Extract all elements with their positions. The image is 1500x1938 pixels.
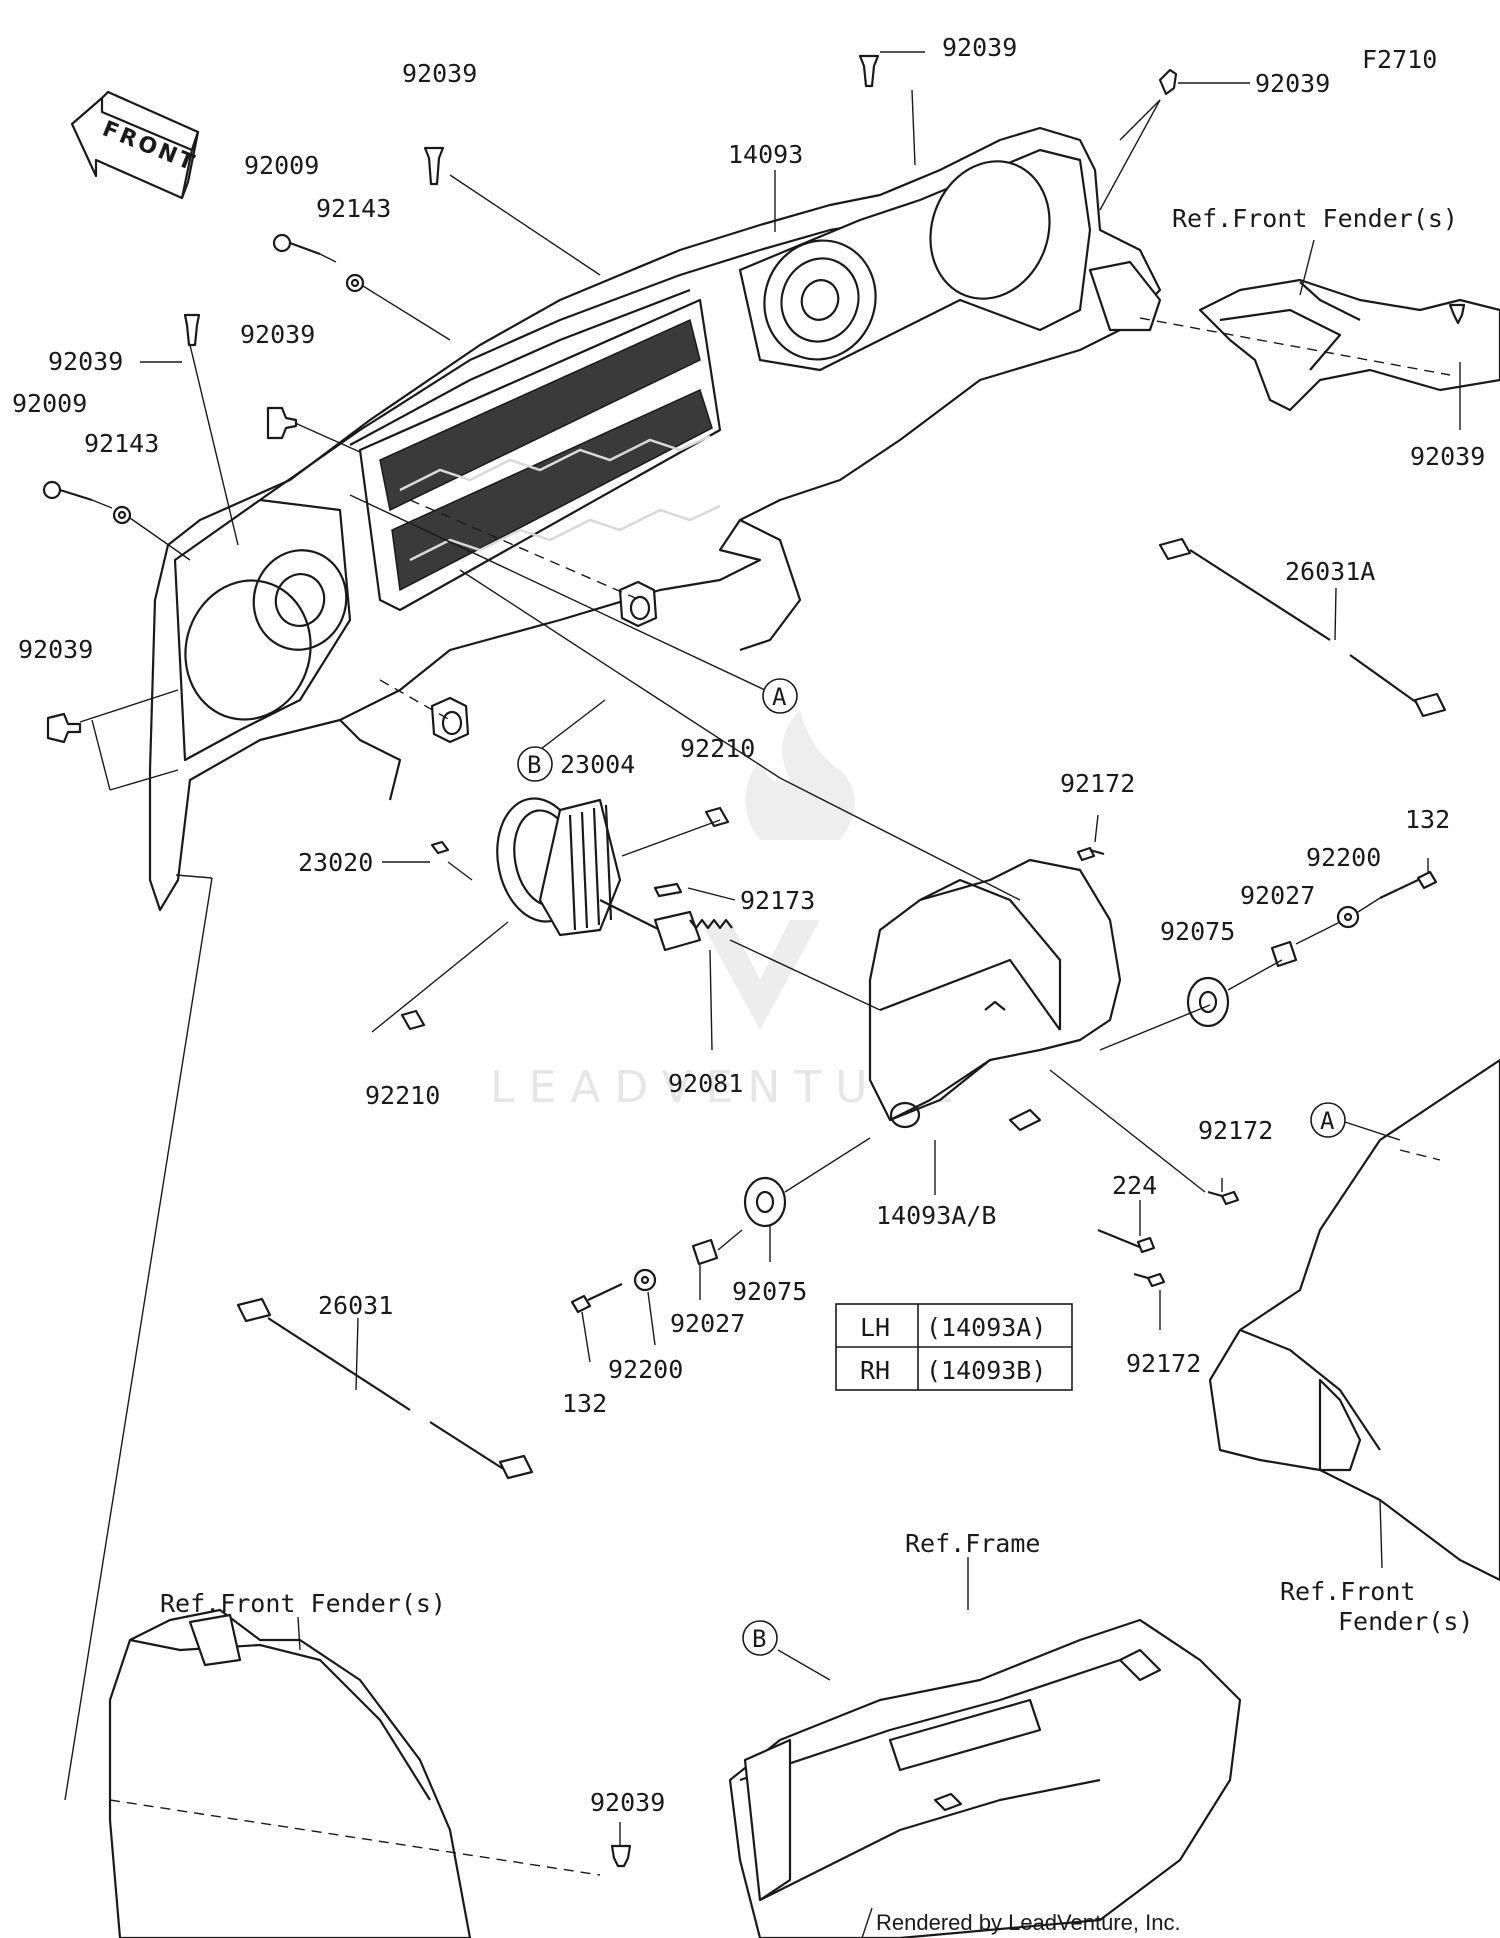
label-92039-top-center: 92039: [942, 33, 1017, 62]
fasteners: [42, 54, 1466, 1868]
label-92173: 92173: [740, 886, 815, 915]
harness-26031: [236, 1297, 534, 1480]
label-92039-left-low: 92039: [18, 635, 93, 664]
ref-front-fender-bottom-left: Ref.Front Fender(s): [160, 1589, 446, 1618]
label-23004: 23004: [560, 750, 635, 779]
label-92200-lower: 92200: [608, 1355, 683, 1384]
label-92009-upper: 92009: [244, 151, 319, 180]
front-fender-right: [1208, 1058, 1500, 1582]
credit-text: Rendered by LeadVenture, Inc.: [876, 1910, 1181, 1935]
label-92009-lower: 92009: [12, 389, 87, 418]
label-92027-upper: 92027: [1240, 881, 1315, 910]
label-92027-lower: 92027: [670, 1309, 745, 1338]
ref-frame: Ref.Frame: [905, 1529, 1040, 1558]
variant-side-lh: LH: [860, 1313, 890, 1342]
label-26031: 26031: [318, 1291, 393, 1320]
ref-front-fender-top-right: Ref.Front Fender(s): [1172, 204, 1458, 233]
svg-text:A: A: [1320, 1107, 1335, 1135]
label-92143-lower: 92143: [84, 429, 159, 458]
label-92210-upper: 92210: [680, 734, 755, 763]
reference-labels: Ref.Front Fender(s) Ref.Front Fender(s) …: [160, 204, 1473, 1636]
label-92172-mid: 92172: [1198, 1116, 1273, 1145]
label-26031A: 26031A: [1285, 557, 1375, 586]
svg-text:B: B: [752, 1625, 766, 1653]
headlight-bracket: [868, 858, 1122, 1132]
svg-text:B: B: [527, 751, 541, 779]
callouts: A B A B: [517, 678, 1346, 1656]
front-arrow: FRONT: [70, 90, 200, 200]
variant-part-lh: (14093A): [926, 1313, 1046, 1342]
ref-front-fender-right-line1: Ref.Front: [1280, 1577, 1415, 1606]
label-92039-top-right: 92039: [1255, 69, 1330, 98]
label-92075-upper: 92075: [1160, 917, 1235, 946]
label-92039-bottom: 92039: [590, 1788, 665, 1817]
callout-a-upper: A: [762, 678, 798, 714]
diagram-code: F2710: [1362, 45, 1437, 74]
label-92172-upper: 92172: [1060, 769, 1135, 798]
callout-b-lower: B: [742, 1620, 778, 1656]
label-92039-left-inner: 92039: [240, 320, 315, 349]
part-labels: 92039 92039 92039 14093 92009 92143 9203…: [12, 33, 1485, 1817]
ref-front-fender-right-line2: Fender(s): [1338, 1607, 1473, 1636]
label-92075-lower: 92075: [732, 1277, 807, 1306]
label-14093: 14093: [728, 140, 803, 169]
frame-reference: [728, 1618, 1242, 1938]
label-92039-upper-left: 92039: [402, 59, 477, 88]
callout-b-upper: B: [517, 746, 553, 782]
label-132-lower: 132: [562, 1389, 607, 1418]
variant-side-rh: RH: [860, 1356, 890, 1385]
label-14093AB: 14093A/B: [876, 1201, 996, 1230]
front-bumper-assembly: [148, 126, 1162, 912]
label-224: 224: [1112, 1171, 1157, 1200]
harness-26031A: [1158, 537, 1447, 718]
svg-text:A: A: [772, 683, 787, 711]
callout-a-right: A: [1310, 1102, 1346, 1138]
label-92143-upper: 92143: [316, 194, 391, 223]
label-23020: 23020: [298, 848, 373, 877]
label-92200-upper: 92200: [1306, 843, 1381, 872]
label-92172-lower: 92172: [1126, 1349, 1201, 1378]
label-92039-fender-right: 92039: [1410, 442, 1485, 471]
headlight-unit: [496, 797, 733, 952]
variant-table: LH (14093A) RH (14093B): [835, 1303, 1073, 1391]
variant-part-rh: (14093B): [926, 1356, 1046, 1385]
label-92210-lower: 92210: [365, 1081, 440, 1110]
label-132-upper: 132: [1405, 805, 1450, 834]
label-92039-left-mid: 92039: [48, 347, 123, 376]
front-fender-top-right: [1198, 278, 1500, 412]
front-fender-bottom-left: [108, 1608, 472, 1938]
label-92081: 92081: [668, 1069, 743, 1098]
